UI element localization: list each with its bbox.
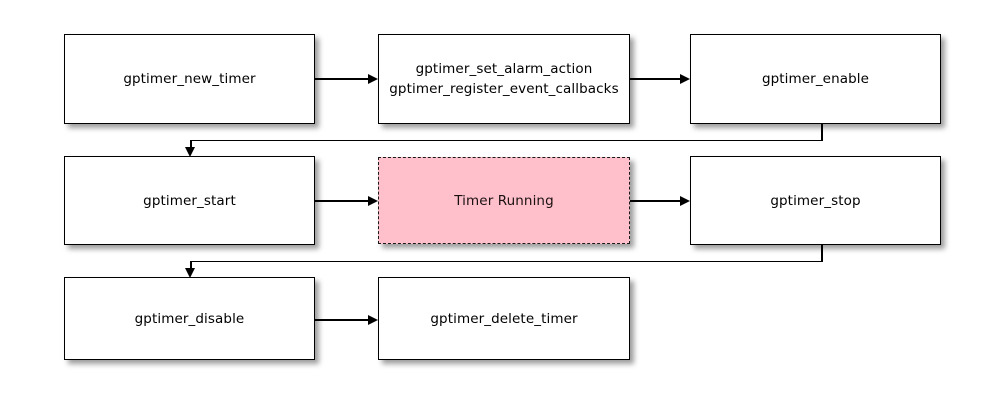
edge-stop-to-disable-arrowhead [185, 268, 196, 278]
node-gptimer-start[interactable]: gptimer_start [64, 156, 315, 245]
node-label: gptimer_start [143, 192, 236, 209]
node-timer-running-state[interactable]: Timer Running [378, 157, 630, 244]
edge-new-timer-to-set-alarm-line [315, 78, 368, 80]
edge-disable-to-delete-line [315, 319, 368, 321]
edge-start-to-running-line [315, 200, 368, 202]
edge-running-to-stop-arrowhead [680, 195, 690, 206]
node-gptimer-new-timer[interactable]: gptimer_new_timer [64, 34, 315, 124]
node-gptimer-set-alarm-action[interactable]: gptimer_set_alarm_action gptimer_registe… [378, 34, 630, 124]
node-label-line-2: gptimer_register_event_callbacks [389, 81, 619, 97]
node-gptimer-disable[interactable]: gptimer_disable [64, 277, 315, 360]
node-gptimer-enable[interactable]: gptimer_enable [690, 34, 941, 124]
edge-enable-to-start-rise [190, 139, 192, 149]
node-label: Timer Running [454, 192, 554, 209]
edge-enable-to-start-run [190, 139, 823, 142]
node-gptimer-stop[interactable]: gptimer_stop [690, 156, 941, 245]
edge-enable-to-start-drop [821, 124, 823, 141]
edge-new-timer-to-set-alarm-arrowhead [368, 73, 378, 84]
node-label: gptimer_disable [134, 310, 245, 327]
edge-running-to-stop-line [630, 200, 680, 202]
edge-enable-to-start-arrowhead [185, 147, 196, 157]
node-label-line-1: gptimer_set_alarm_action [415, 61, 593, 77]
node-gptimer-delete-timer[interactable]: gptimer_delete_timer [378, 277, 630, 360]
node-label: gptimer_stop [770, 192, 861, 209]
edge-start-to-running-arrowhead [368, 195, 378, 206]
edge-set-alarm-to-enable-arrowhead [680, 73, 690, 84]
node-label: gptimer_enable [761, 71, 870, 87]
edge-stop-to-disable-rise [190, 260, 192, 270]
edge-stop-to-disable-run [190, 260, 823, 263]
edge-disable-to-delete-arrowhead [368, 314, 378, 325]
edge-stop-to-disable-drop [821, 245, 823, 262]
node-label: gptimer_new_timer [123, 71, 256, 87]
edge-set-alarm-to-enable-line [630, 78, 680, 80]
node-label: gptimer_delete_timer [430, 310, 578, 327]
